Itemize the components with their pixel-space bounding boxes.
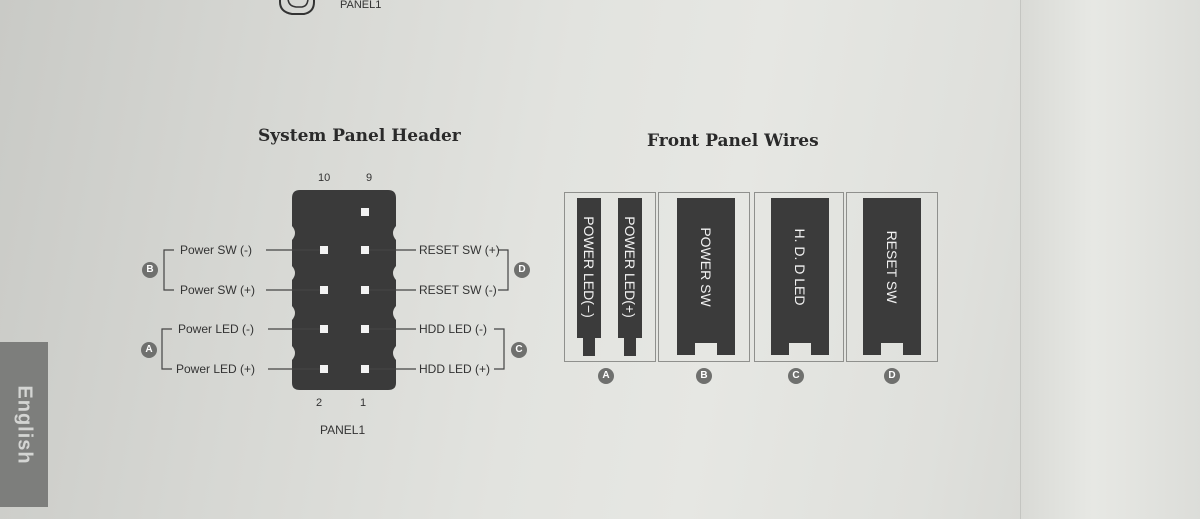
wire-label-power-led-minus: POWER LED(−) — [581, 216, 597, 318]
page-edge — [1020, 0, 1200, 519]
label-reset-sw-minus: RESET SW (-) — [419, 283, 497, 297]
label-hdd-led-plus: HDD LED (+) — [419, 362, 491, 376]
wire-hdd-led — [771, 198, 829, 343]
wire-plug-c2 — [811, 343, 829, 355]
pin-4 — [320, 325, 328, 333]
wire-label-power-led-plus: POWER LED(+) — [622, 216, 638, 318]
wire-label-hdd-led: H. D. D LED — [792, 228, 808, 306]
label-reset-sw-plus: RESET SW (+) — [419, 243, 500, 257]
pin-2 — [320, 365, 328, 373]
panel-label: PANEL1 — [320, 423, 366, 437]
connector-body — [292, 190, 396, 390]
system-panel-header-title: System Panel Header — [258, 126, 461, 146]
wire-power-led-minus — [577, 198, 601, 338]
wire-plug-a2 — [624, 338, 636, 356]
wire-group-b: POWER SW — [658, 192, 750, 362]
wire-badge-b: B — [696, 368, 712, 384]
pin-7 — [361, 246, 369, 254]
wire-badge-a: A — [598, 368, 614, 384]
wire-group-a: POWER LED(−) POWER LED(+) — [564, 192, 656, 362]
label-power-led-minus: Power LED (-) — [178, 322, 255, 336]
wire-plug-b2 — [717, 343, 735, 355]
pin-number-9: 9 — [366, 172, 373, 184]
pin-number-1: 1 — [360, 397, 367, 409]
wire-label-reset-sw: RESET SW — [884, 230, 900, 304]
label-power-led-plus: Power LED (+) — [176, 362, 256, 376]
label-power-sw-plus: Power SW (+) — [180, 283, 256, 297]
pin-9 — [361, 208, 369, 216]
label-hdd-led-minus: HDD LED (-) — [419, 322, 487, 336]
wire-power-sw — [677, 198, 735, 343]
wire-label-power-sw: POWER SW — [698, 227, 714, 307]
wire-reset-sw — [863, 198, 921, 343]
wire-plug-b1 — [677, 343, 695, 355]
language-tab-label: English — [13, 385, 36, 465]
wire-group-d: RESET SW — [846, 192, 938, 362]
wire-badge-c: C — [788, 368, 804, 384]
pin-3 — [361, 325, 369, 333]
wire-badge-d: D — [884, 368, 900, 384]
pin-8 — [320, 246, 328, 254]
group-badge-b: B — [142, 262, 158, 278]
wire-plug-d1 — [863, 343, 881, 355]
pin-number-2: 2 — [316, 397, 323, 409]
group-badge-d: D — [514, 262, 530, 278]
group-badge-c: C — [511, 342, 527, 358]
front-panel-wires-title: Front Panel Wires — [647, 131, 819, 151]
wire-plug-a1 — [583, 338, 595, 356]
wire-power-led-plus — [618, 198, 642, 338]
wire-group-c: H. D. D LED — [754, 192, 844, 362]
label-power-sw-minus: Power SW (-) — [180, 243, 252, 257]
wire-plug-c1 — [771, 343, 789, 355]
top-panel-label: PANEL1 — [340, 0, 382, 11]
pin-5 — [361, 286, 369, 294]
pin-6 — [320, 286, 328, 294]
language-tab — [0, 342, 48, 507]
group-badge-a: A — [141, 342, 157, 358]
wire-plug-d2 — [903, 343, 921, 355]
pin-1 — [361, 365, 369, 373]
pin-number-10: 10 — [318, 172, 331, 184]
top-connector-fragment — [279, 0, 315, 15]
